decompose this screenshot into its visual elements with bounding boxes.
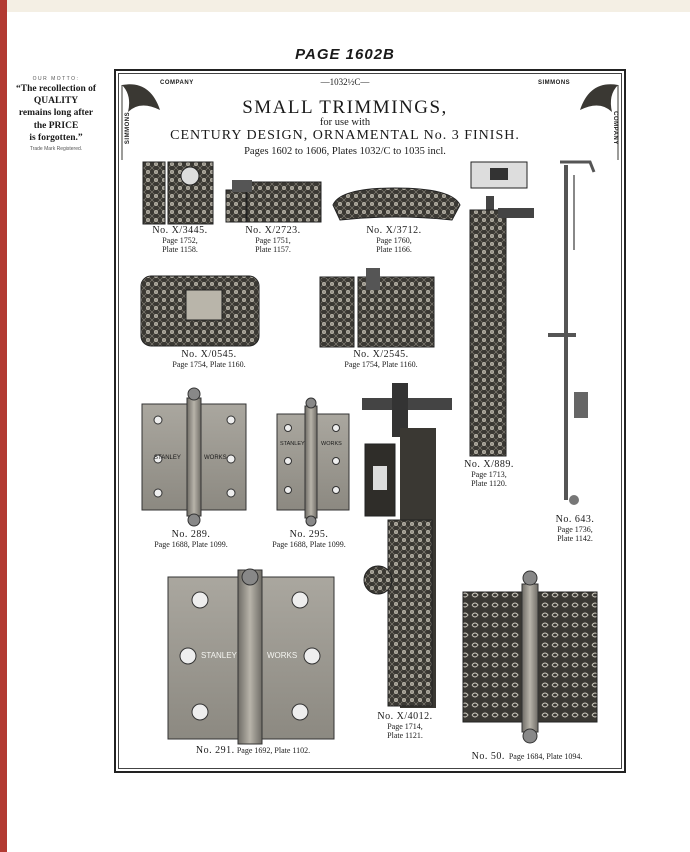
item-ref: Page 1736, xyxy=(557,525,593,534)
corner-ornament-right xyxy=(580,84,619,160)
item-number: No. X/3712. xyxy=(366,225,422,236)
cupboard-turn-x2723-image xyxy=(225,180,322,223)
item-caption-291: No. 291. Page 1692, Plate 1102. xyxy=(168,745,338,756)
rim-lock-x0545-image xyxy=(140,275,260,347)
item-number: No. 289. xyxy=(171,529,211,540)
item-ref: Plate 1157. xyxy=(255,245,291,255)
item-number: No. X/0545. xyxy=(181,349,237,360)
hinge-stamp-right: WORKS xyxy=(204,455,227,461)
mortise-lock-x4012-image xyxy=(362,383,452,708)
item-caption-x2545: No. X/2545. Page 1754, Plate 1160. xyxy=(326,349,436,369)
page-top-margin xyxy=(7,0,690,12)
plate-number: —1032½C— xyxy=(320,77,370,87)
motto-heading: OUR MOTTO: xyxy=(32,76,80,82)
butt-hinge-291-image xyxy=(167,568,335,745)
plate-subtitle: for use with xyxy=(319,117,371,128)
motto-line: is forgotten.” xyxy=(29,132,83,143)
motto-line: “The recollection of xyxy=(15,83,97,94)
item-ref: Page 1754, Plate 1160. xyxy=(172,360,246,369)
item-ref: Page 1752, xyxy=(162,236,198,245)
hinge-stamp-left: STANLEY xyxy=(280,441,305,447)
corner-ornament-left xyxy=(121,84,160,160)
item-caption-x0545: No. X/0545. Page 1754, Plate 1160. xyxy=(154,349,264,369)
item-number: No. X/4012. xyxy=(377,711,433,722)
item-ref: Page 1751, xyxy=(255,236,291,245)
butt-hinge-295-image xyxy=(276,397,350,527)
item-number: No. 295. xyxy=(289,529,329,540)
item-ref: Plate 1120. xyxy=(471,479,507,489)
design-line: CENTURY DESIGN, ORNAMENTAL No. 3 FINISH. xyxy=(170,128,520,143)
item-number: No. X/3445. xyxy=(152,225,208,236)
corner-stamp-simmons-right: SIMMONS xyxy=(538,80,571,86)
item-number: No. 291. xyxy=(195,745,235,756)
item-ref: Page 1713, xyxy=(471,470,507,479)
item-number: No. X/2723. xyxy=(245,225,301,236)
corner-stamp-company-left: COMPANY xyxy=(160,80,194,86)
item-ref: Page 1684, Plate 1094. xyxy=(508,752,583,761)
item-ref: Plate 1166. xyxy=(376,245,412,255)
item-number: No. X/889. xyxy=(464,459,514,470)
butt-hinge-289-image xyxy=(141,387,247,527)
motto-line: the PRICE xyxy=(33,120,79,131)
item-caption-x3712: No. X/3712. Page 1760, Plate 1166. xyxy=(354,225,434,254)
drawer-pull-x3712-image xyxy=(332,187,461,221)
catalog-plate-frame xyxy=(114,69,626,773)
item-caption-x2723: No. X/2723. Page 1751, Plate 1157. xyxy=(233,225,313,254)
item-ref: Page 1760, xyxy=(376,236,412,245)
item-ref: Page 1688, Plate 1099. xyxy=(154,540,228,549)
motto-line: remains long after xyxy=(18,108,94,119)
plate-title: SMALL TRIMMINGS, xyxy=(242,97,448,118)
door-bolt-x889-image xyxy=(469,161,534,457)
hinge-stamp-left: STANLEY xyxy=(201,651,237,660)
pages-line: Pages 1602 to 1606, Plates 1032/C to 103… xyxy=(244,146,446,157)
motto-line: QUALITY xyxy=(33,95,79,106)
item-number: No. X/2545. xyxy=(353,349,409,360)
item-ref: Page 1692, Plate 1102. xyxy=(236,746,311,755)
company-motto: OUR MOTTO: “The recollection of QUALITY … xyxy=(10,76,102,153)
transom-lifter-643-image xyxy=(548,160,596,505)
item-ref: Page 1714, xyxy=(387,722,423,731)
item-ref: Page 1688, Plate 1099. xyxy=(272,540,346,549)
book-edge xyxy=(0,0,7,852)
item-caption-50: No. 50. Page 1684, Plate 1094. xyxy=(452,746,602,764)
page-label: PAGE 1602B xyxy=(295,46,395,63)
rim-lock-x2545-image xyxy=(319,268,435,348)
trademark-note: Trade Mark Registered. xyxy=(29,146,83,153)
hinge-stamp-right: WORKS xyxy=(267,651,298,660)
item-caption-x4012: No. X/4012. Page 1714, Plate 1121. xyxy=(365,711,445,740)
catalog-plate-inner-frame xyxy=(118,73,622,769)
item-number: No. 643. xyxy=(555,514,595,525)
item-ref: Plate 1121. xyxy=(387,731,423,741)
ornamental-hinge-50-image xyxy=(462,570,598,744)
item-caption-289: No. 289. Page 1688, Plate 1099. xyxy=(136,529,246,549)
item-ref: Plate 1142. xyxy=(557,534,593,544)
item-ref: Page 1754, Plate 1160. xyxy=(344,360,418,369)
item-number: No. 50. xyxy=(471,751,505,762)
item-caption-643: No. 643. Page 1736, Plate 1142. xyxy=(540,514,610,543)
hinge-stamp-right: WORKS xyxy=(321,441,342,447)
sash-lock-x3445-image xyxy=(142,161,214,225)
item-caption-x889: No. X/889. Page 1713, Plate 1120. xyxy=(451,459,527,488)
item-caption-x3445: No. X/3445. Page 1752, Plate 1158. xyxy=(140,225,220,254)
item-ref: Plate 1158. xyxy=(162,245,198,255)
item-caption-295: No. 295. Page 1688, Plate 1099. xyxy=(254,529,364,549)
hinge-stamp-left: STANLEY xyxy=(154,455,181,461)
